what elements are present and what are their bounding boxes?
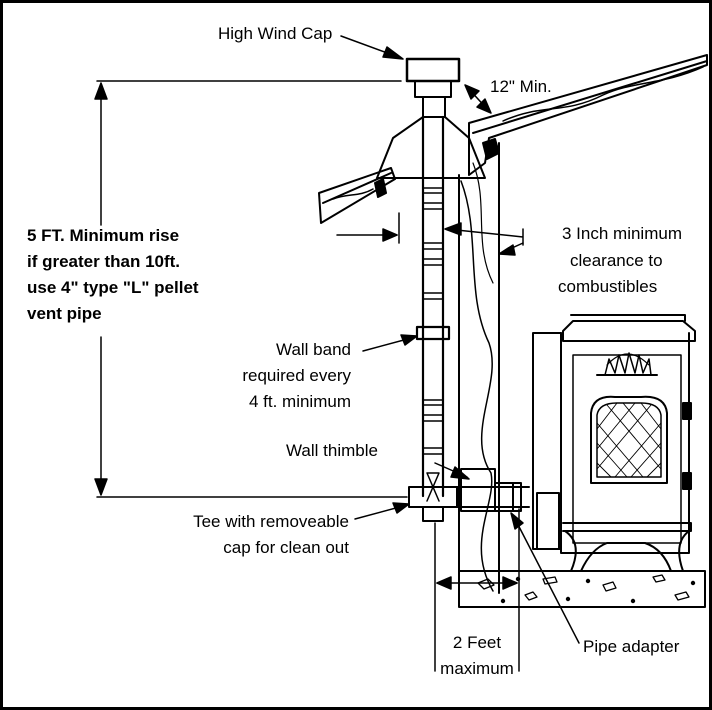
installation-drawing	[94, 35, 708, 672]
label-wall-band-line1: Wall band	[276, 340, 351, 359]
label-maximum: maximum	[440, 659, 514, 678]
label-high-wind-cap: High Wind Cap	[218, 24, 333, 43]
wall	[458, 142, 500, 594]
label-rise-line2: if greater than 10ft.	[27, 252, 181, 271]
leader-lines	[340, 35, 580, 644]
label-clearance-line2: clearance to	[570, 251, 663, 270]
label-pipe-adapter: Pipe adapter	[583, 637, 680, 656]
vent-pipe	[376, 57, 530, 522]
label-wall-band-line3: 4 ft. minimum	[248, 392, 351, 411]
label-clearance-line1: 3 Inch minimum	[562, 224, 682, 243]
label-12-min: 12" Min.	[490, 77, 552, 96]
label-clearance-line3: combustibles	[558, 277, 658, 296]
label-tee-line2: cap for clean out	[223, 538, 349, 557]
label-rise-line4: vent pipe	[27, 304, 102, 323]
floor-slab	[458, 570, 706, 608]
pellet-stove	[532, 314, 696, 572]
label-rise-line3: use 4" type "L" pellet	[27, 278, 199, 297]
label-wall-thimble: Wall thimble	[286, 441, 378, 460]
label-tee-line1: Tee with removeable	[193, 512, 349, 531]
label-2-feet: 2 Feet	[452, 633, 502, 652]
label-rise-line1: 5 FT. Minimum rise	[27, 226, 180, 245]
dimension-lines	[94, 80, 520, 672]
label-wall-band-line2: required every	[242, 366, 351, 385]
